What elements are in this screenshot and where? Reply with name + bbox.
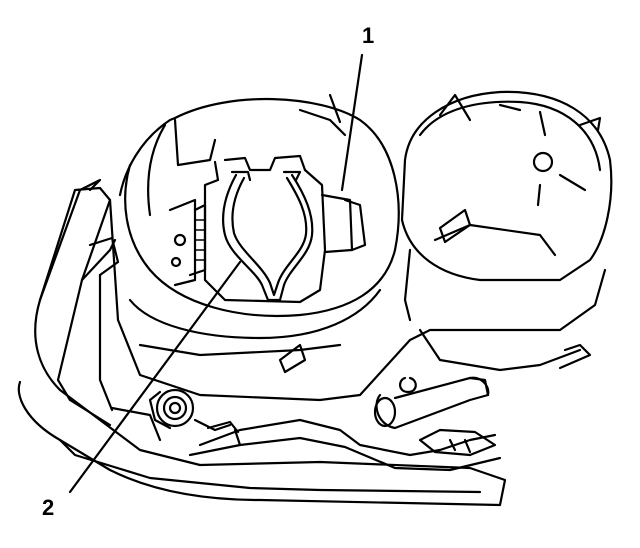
- callout-2-leader: [68, 260, 242, 494]
- adjuster-knob: [148, 388, 232, 432]
- callout-1-leader: [340, 53, 364, 192]
- bulb-socket-connector: [168, 154, 367, 304]
- connector-tube: [373, 376, 497, 457]
- left-lamp-bowl: [124, 93, 400, 317]
- retaining-spring-clip: [222, 170, 314, 302]
- right-lamp-bowl: [400, 90, 613, 282]
- callout-1-label: 1: [362, 23, 374, 48]
- callout-2-label: 2: [42, 495, 54, 520]
- lower-channel: [188, 418, 502, 472]
- housing-lower-frame: [17, 178, 507, 507]
- housing-body: [108, 116, 607, 402]
